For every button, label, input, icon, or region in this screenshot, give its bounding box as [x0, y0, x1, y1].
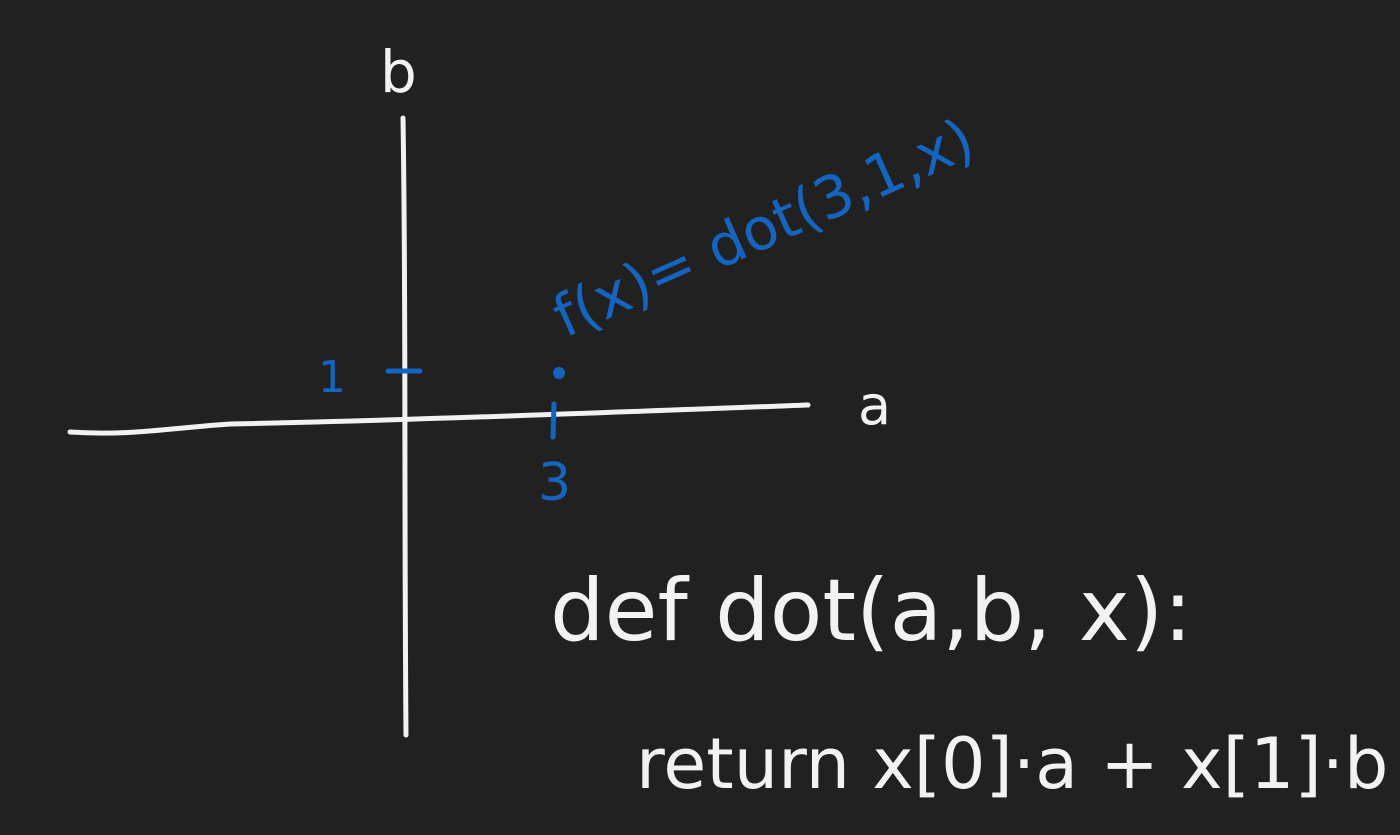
- b-axis-line: [400, 115, 409, 738]
- code-return-line: return x[0]·a + x[1]·b: [636, 723, 1388, 805]
- a-axis-line: [67, 402, 811, 436]
- b-axis-label: b: [380, 38, 417, 106]
- a-tick-label: 3: [538, 453, 571, 513]
- b-tick-label: 1: [318, 352, 346, 403]
- a-tick-mark: [550, 401, 557, 440]
- point-marker: [553, 367, 565, 379]
- a-axis-label: a: [858, 374, 891, 437]
- code-definition-line: def dot(a,b, x):: [550, 561, 1192, 661]
- function-annotation: f(x)= dot(3,1,x): [543, 105, 984, 351]
